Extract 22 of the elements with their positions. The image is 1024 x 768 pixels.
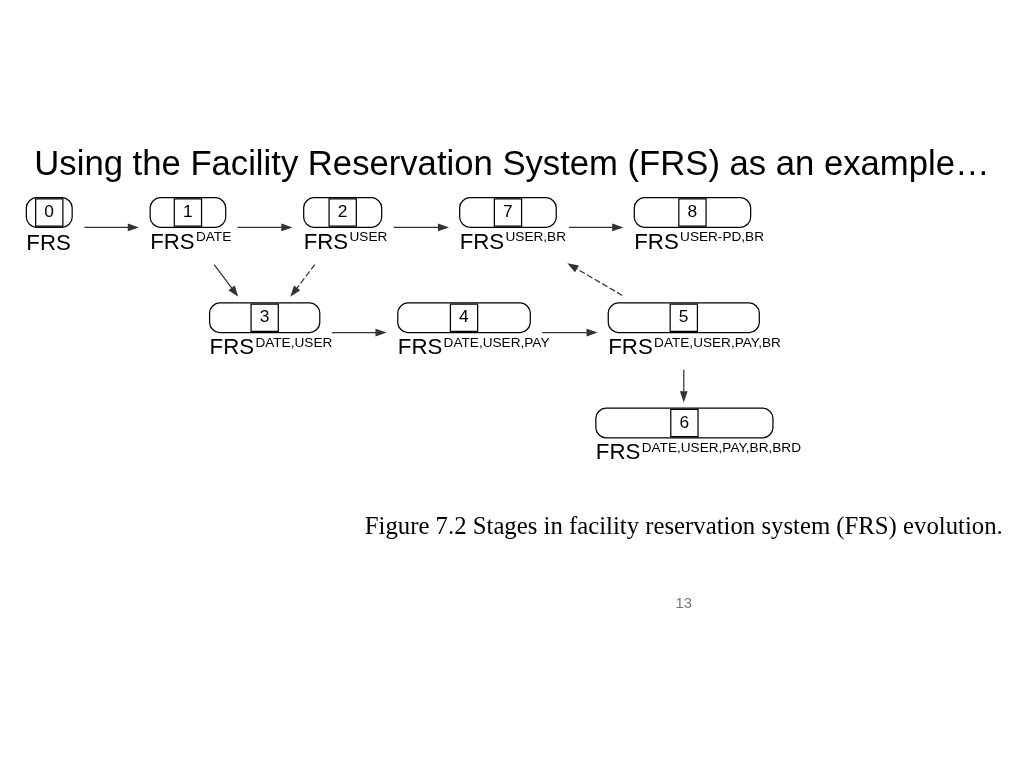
arrow xyxy=(213,263,239,297)
arrow xyxy=(83,223,139,232)
node-label: FRS$^{DATE,USER,PAY,BR,BRD}$ xyxy=(595,439,802,465)
node-label: FRS xyxy=(26,230,71,256)
arrow xyxy=(236,223,293,232)
label: 13 xyxy=(675,594,693,611)
node-label: FRS$^{DATE,USER,PAY}$ xyxy=(397,334,550,360)
arrow xyxy=(567,263,623,297)
node-label: FRS$^{USER-PD,BR}$ xyxy=(634,228,765,254)
arrow xyxy=(290,263,316,297)
caption: Figure 7.2 Stages in facility reservation system (FRS) evolution. xyxy=(364,512,1003,540)
node-label: FRS$^{DATE,USER,PAY,BR}$ xyxy=(608,334,781,360)
node-label: FRS$^{USER}$ xyxy=(303,228,388,254)
node-label: FRS$^{USER,BR}$ xyxy=(459,228,566,254)
arrow xyxy=(679,369,688,403)
arrow xyxy=(568,223,624,232)
node-label: FRS$^{DATE,USER}$ xyxy=(209,334,333,360)
arrow xyxy=(541,328,598,337)
diagram-title: Using the Facility Reservation System (FRS) as an example… xyxy=(34,143,990,182)
arrow xyxy=(392,223,450,232)
arrow xyxy=(331,328,387,337)
node-label: FRS$^{DATE}$ xyxy=(150,228,232,254)
